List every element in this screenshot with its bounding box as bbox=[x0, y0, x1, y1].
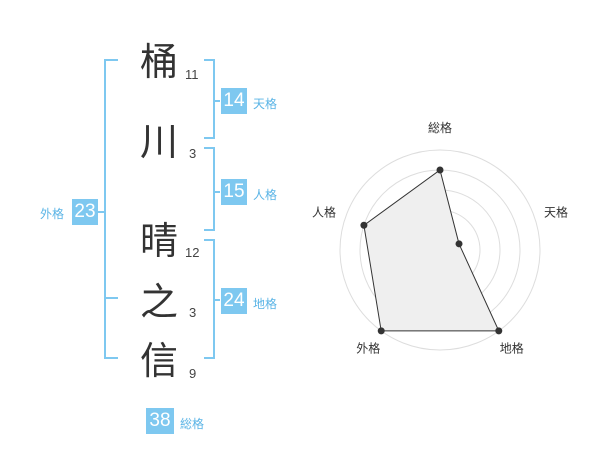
gaikaku-badge: 23 bbox=[72, 199, 98, 225]
radar-point-人格 bbox=[360, 221, 368, 229]
gaikaku-bracket bbox=[104, 59, 118, 359]
soukaku-badge: 38 bbox=[146, 408, 174, 434]
chikaku-label: 地格 bbox=[253, 297, 278, 311]
radar-grid-ring-5 bbox=[339, 149, 541, 351]
stroke-count-2: 3 bbox=[189, 146, 197, 161]
radar-axis-label-2: 地格 bbox=[500, 341, 524, 356]
tenkaku-badge: 14 bbox=[221, 88, 247, 114]
radar-point-総格 bbox=[436, 166, 444, 174]
name-char-5: 信 bbox=[140, 339, 179, 383]
soukaku-label: 総格 bbox=[180, 417, 205, 431]
gaikaku-label: 外格 bbox=[40, 207, 65, 221]
radar-point-地格 bbox=[495, 327, 503, 335]
stroke-count-1: 11 bbox=[185, 67, 199, 82]
radar-point-外格 bbox=[377, 327, 385, 335]
radar-data-points bbox=[360, 166, 503, 335]
stroke-count-5: 9 bbox=[189, 366, 197, 381]
tenkaku-label: 天格 bbox=[253, 97, 278, 111]
name-char-1: 桶 bbox=[140, 40, 179, 84]
name-char-4: 之 bbox=[140, 280, 179, 324]
radar-axis-label-0: 総格 bbox=[428, 120, 452, 135]
radar-axis-label-4: 人格 bbox=[312, 204, 336, 219]
radar-axis-label-1: 天格 bbox=[544, 204, 568, 219]
radar-axis-label-3: 外格 bbox=[356, 341, 380, 356]
jinkaku-label: 人格 bbox=[253, 188, 278, 202]
radar-data-area bbox=[363, 169, 500, 332]
name-char-2: 川 bbox=[140, 120, 179, 164]
radar-point-天格 bbox=[455, 240, 463, 248]
name-char-3: 晴 bbox=[140, 219, 179, 263]
stroke-count-4: 3 bbox=[189, 305, 197, 320]
chikaku-badge: 24 bbox=[221, 288, 247, 314]
jinkaku-bracket bbox=[204, 147, 215, 231]
tenkaku-bracket bbox=[204, 59, 215, 139]
stroke-count-3: 12 bbox=[185, 245, 200, 260]
jinkaku-badge: 15 bbox=[221, 179, 247, 205]
